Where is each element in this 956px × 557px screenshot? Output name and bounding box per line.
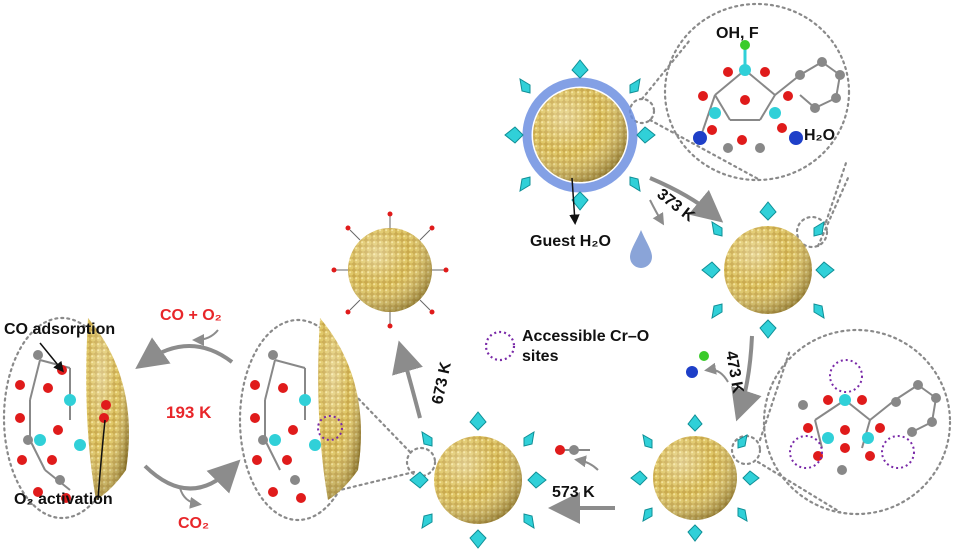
connector (640, 38, 692, 101)
label-673k: 673 K (429, 360, 455, 406)
accessible-site-marker (317, 415, 343, 441)
label-co2: CO₂ (178, 515, 209, 532)
mof-particle-673k (331, 211, 449, 329)
connector (648, 118, 762, 182)
accessible-site-marker (829, 359, 863, 393)
connector (348, 388, 412, 454)
connector (338, 470, 416, 492)
small-molecules (555, 351, 709, 455)
water-icon (686, 366, 698, 378)
fluoride-icon (699, 351, 709, 361)
cr-cluster-hydrated (693, 40, 845, 153)
arrow-product-out (179, 487, 202, 509)
mof-particle-373k (701, 201, 835, 339)
label-accessible-line1: Accessible Cr–O (522, 328, 649, 345)
connector (758, 348, 792, 442)
mof-particle-473k (630, 414, 760, 542)
arrow-673k (392, 340, 423, 419)
arrow-reactant-in (192, 329, 219, 346)
label-co-adsorption: CO adsorption (4, 321, 115, 338)
connector (824, 158, 849, 224)
water-molecule (693, 131, 707, 145)
o2-activated-view (250, 318, 361, 503)
site-circle-2 (795, 215, 829, 249)
label-oh-f: OH, F (716, 25, 759, 42)
label-o2-activation: O₂ activation (14, 491, 113, 508)
arrow-cycle-bottom (143, 459, 241, 494)
water-droplet-icon (630, 230, 652, 268)
process-arrows (135, 176, 762, 524)
co-adsorption-view (15, 318, 129, 503)
zoom-circle-top-right (663, 2, 851, 182)
arrow-co-release (574, 455, 599, 471)
water-molecule (789, 131, 803, 145)
arrow-473k (731, 335, 762, 422)
cr-cluster-activated (789, 359, 941, 475)
fluoride-atom (740, 40, 750, 50)
label-co-o2: CO + O₂ (160, 307, 222, 324)
connector (816, 176, 850, 248)
accessible-site-marker (881, 435, 915, 469)
label-473k: 473 K (722, 350, 746, 395)
label-193k: 193 K (166, 403, 212, 422)
arrow-water-release (649, 199, 665, 226)
accessible-site-marker (789, 435, 823, 469)
mof-particle-573k (409, 411, 547, 549)
arrow-cycle-top (135, 337, 234, 369)
label-h2o: H₂O (804, 127, 835, 144)
mof-particle-initial (504, 59, 656, 225)
arrow-loss (704, 362, 729, 383)
co-oxygen-icon (555, 445, 565, 455)
accessible-sites-legend-icon (484, 330, 516, 362)
arrow-373k (649, 176, 724, 223)
site-circle-4 (405, 446, 437, 478)
zoom-circle-bottom-right (762, 328, 952, 516)
connector (756, 460, 842, 514)
label-573k: 573 K (552, 484, 595, 501)
label-guest-h2o: Guest H₂O (530, 233, 611, 250)
label-accessible-line2: sites (522, 348, 559, 365)
co-carbon-icon (569, 445, 579, 455)
